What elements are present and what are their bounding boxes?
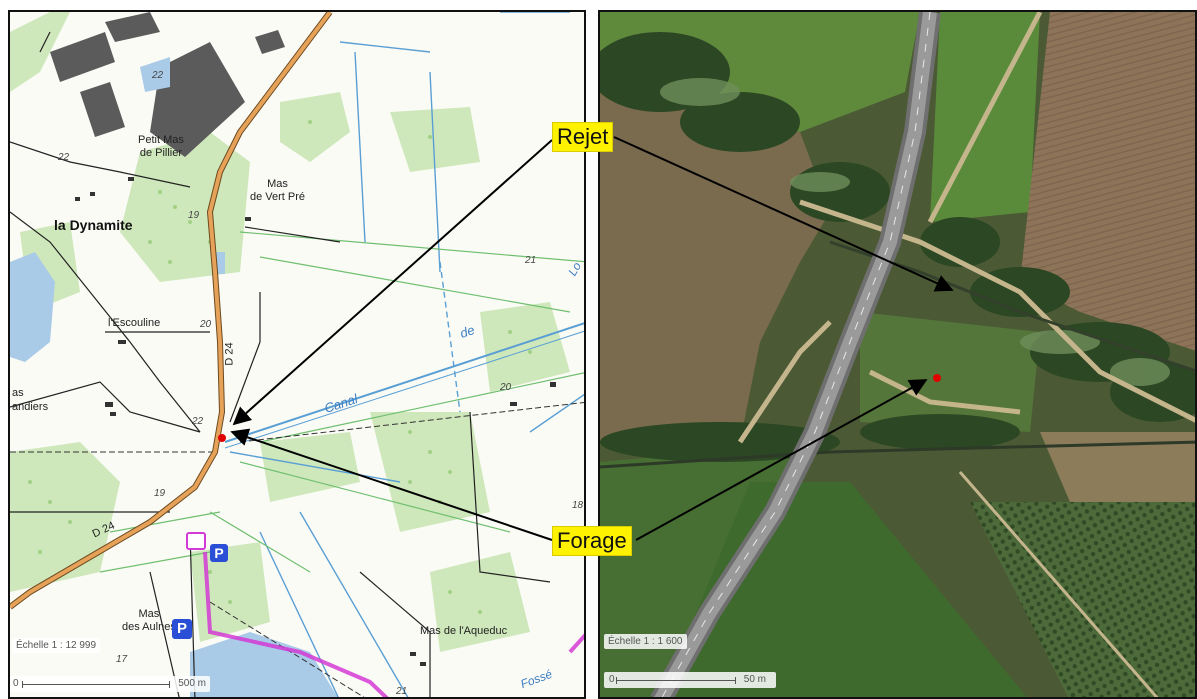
elevation-label: 17 [116, 654, 128, 665]
elevation-label: 20 [200, 319, 212, 330]
aerial-scale-ratio: Échelle 1 : 1 600 [604, 634, 687, 649]
hiking-trail-east [568, 633, 584, 654]
place-petit-mas: Petit Mas de Pillier [138, 134, 184, 160]
orchard [970, 502, 1195, 697]
elevation-label: 19 [154, 488, 166, 499]
place-andiers-line1: as [12, 387, 24, 399]
place-petit-mas-line1: Petit Mas [138, 134, 184, 146]
elevation-label: 22 [152, 70, 164, 81]
parking-icon: P [172, 619, 192, 639]
place-mas-aulnes-line2: des Aulnes [122, 621, 176, 633]
elevation-label: 19 [188, 210, 200, 221]
topo-scale-tick [169, 681, 170, 688]
topo-scale-length: 500 m [178, 678, 206, 689]
aerial-scale: Échelle 1 : 1 600 [604, 634, 687, 649]
place-mas-vert-pre-line2: de Vert Pré [250, 191, 306, 203]
topo-scale-ratio: Échelle 1 : 12 999 [12, 638, 101, 653]
place-andiers-line2: andiers [12, 401, 49, 413]
callout-forage: Forage [552, 526, 632, 556]
water-bodies [10, 57, 338, 697]
picnic-icon [186, 532, 206, 550]
elevation-label: 22 [58, 152, 70, 163]
meadow-center [860, 312, 1040, 432]
topo-scale-line [22, 684, 170, 685]
field-ploughed [1020, 12, 1195, 351]
forage-marker-aerial[interactable] [933, 374, 941, 382]
topo-scale-bar: 0 500 m [10, 676, 210, 692]
place-mas-de-l-aqueduc: Mas de l'Aqueduc [420, 625, 508, 637]
aerial-canvas [600, 12, 1195, 697]
elevation-label: 22 [192, 416, 204, 427]
aerial-scale-tick [616, 677, 617, 684]
elevation-label: 21 [396, 686, 408, 697]
place-mas-des-aulnes: Mas des Aulnes [122, 608, 176, 634]
topo-map-canvas [10, 12, 584, 697]
aerial-scale-bar: 0 50 m [604, 672, 776, 688]
place-andiers: as andiers [12, 386, 48, 414]
forage-marker-topo[interactable] [218, 434, 226, 442]
topo-scale-tick [22, 681, 23, 688]
elevation-label: 20 [500, 382, 512, 393]
place-petit-mas-line2: de Pillier [139, 147, 183, 159]
road-d24[interactable] [10, 12, 333, 610]
place-mas-aulnes-line1: Mas [138, 608, 160, 620]
field-strip [1040, 432, 1195, 502]
elevation-label: 18 [572, 500, 584, 511]
aerial-scale-line [616, 680, 736, 681]
industrial-buildings [50, 12, 285, 157]
place-la-dynamite: la Dynamite [54, 217, 133, 233]
parking-icon: P [210, 544, 228, 562]
hiking-trail [203, 551, 389, 697]
aerial-scale-zero: 0 [609, 674, 615, 685]
topo-scale-zero: 0 [13, 678, 19, 689]
elevation-label: 21 [525, 255, 537, 266]
topographic-map[interactable]: Petit Mas de Pillier Mas de Vert Pré la … [8, 10, 586, 699]
aerial-photo[interactable]: Échelle 1 : 1 600 0 50 m [598, 10, 1197, 699]
place-mas-vert-pre-line1: Mas [267, 178, 288, 190]
road-label-d24-vertical: D 24 [223, 342, 236, 366]
topo-scale: Échelle 1 : 12 999 [12, 638, 101, 653]
aerial-scale-tick [735, 677, 736, 684]
place-mas-vert-pre: Mas de Vert Pré [250, 178, 305, 204]
aerial-scale-length: 50 m [743, 674, 766, 685]
callout-rejet: Rejet [552, 122, 614, 152]
place-escouline: l'Escouline [108, 317, 161, 329]
